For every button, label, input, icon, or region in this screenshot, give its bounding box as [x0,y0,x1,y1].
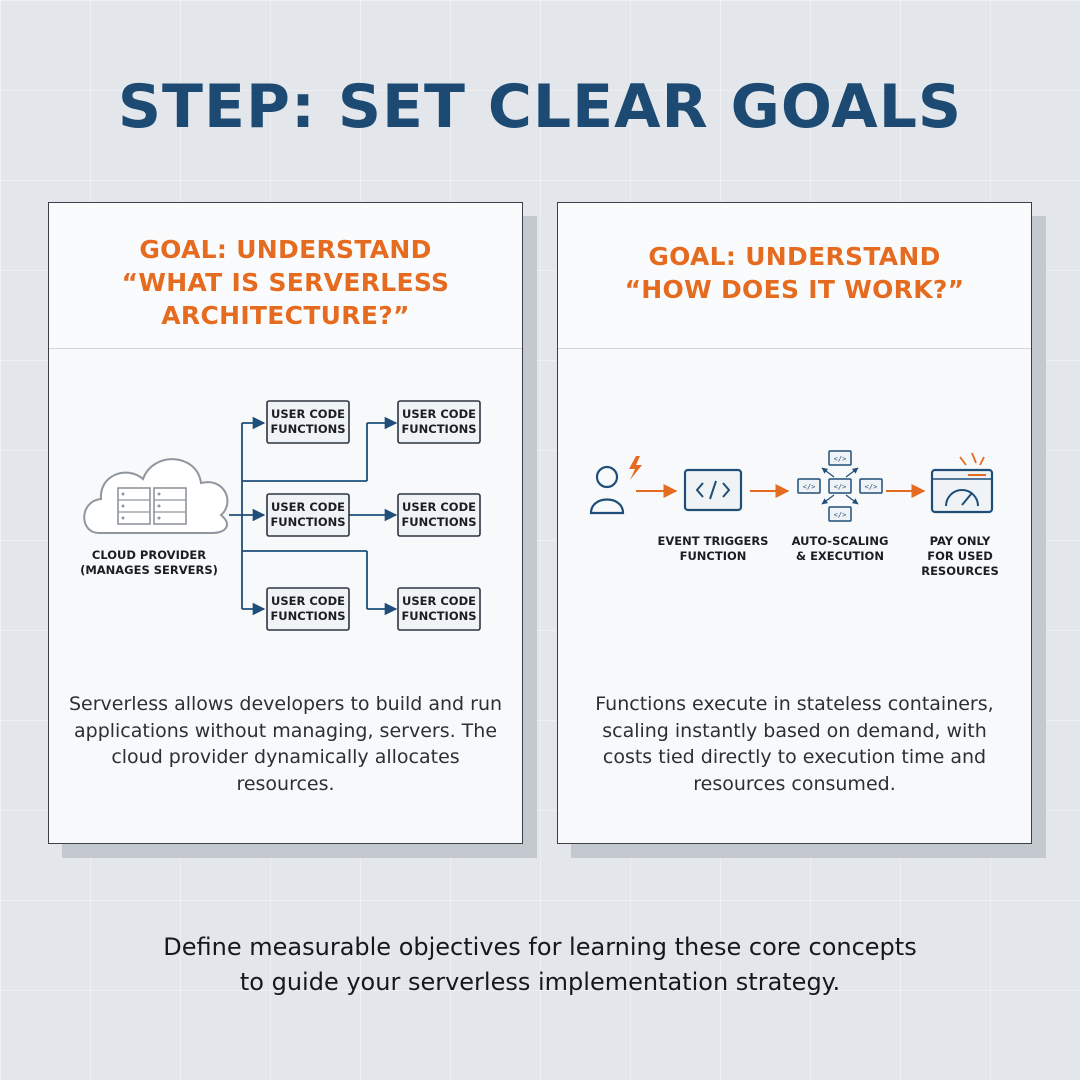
function-box: USER CODE FUNCTIONS [266,400,350,444]
heading-line: ARCHITECTURE?” [161,301,410,330]
heading-line: GOAL: UNDERSTAND [139,235,432,264]
goal-card-what-is-serverless: GOAL: UNDERSTAND “WHAT IS SERVERLESS ARC… [48,202,523,844]
function-box-label: FUNCTIONS [401,515,476,529]
function-box-label: FUNCTIONS [401,422,476,436]
step-label-line: FUNCTION [680,549,747,563]
scaling-icon: </> </> </> </> </> [797,450,883,522]
heading-line: “HOW DOES IT WORK?” [624,274,965,304]
heading-line: GOAL: UNDERSTAND [648,241,941,271]
footer-line: to guide your serverless implementation … [239,968,841,996]
goal-card-how-does-it-work: GOAL: UNDERSTAND “HOW DOES IT WORK?” [557,202,1032,844]
serverless-architecture-diagram: CLOUD PROVIDER (MANAGES SERVERS) USER CO… [80,400,481,631]
serverless-flow-diagram: </> </> </> </> </> EVENT TRIGGER [589,450,999,578]
function-box-label: USER CODE [402,594,476,608]
server-icon [153,487,187,525]
function-box: USER CODE FUNCTIONS [266,493,350,537]
function-box: USER CODE FUNCTIONS [266,587,350,631]
footer-caption: Define measurable objectives for learnin… [0,930,1080,1000]
step-label-line: AUTO-SCALING [792,534,889,548]
svg-text:</>: </> [865,483,878,491]
cloud-label-line: (MANAGES SERVERS) [80,563,218,577]
function-box-label: USER CODE [271,594,345,608]
svg-text:</>: </> [834,483,847,491]
step-label-line: RESOURCES [921,564,999,578]
function-box: USER CODE FUNCTIONS [397,587,481,631]
cloud-icon [83,458,229,534]
function-box-label: USER CODE [402,500,476,514]
lightning-icon [629,456,642,480]
diagram-connectors [229,416,398,616]
card-description: Functions execute in stateless container… [595,693,994,795]
function-box: USER CODE FUNCTIONS [397,400,481,444]
user-icon [589,465,625,515]
page-title: STEP: SET CLEAR GOALS [117,72,963,142]
function-box-label: USER CODE [271,407,345,421]
card-header: GOAL: UNDERSTAND “HOW DOES IT WORK?” [558,203,1031,349]
step-label-line: & EXECUTION [796,549,884,563]
svg-text:</>: </> [834,511,847,519]
card-heading: GOAL: UNDERSTAND “WHAT IS SERVERLESS ARC… [122,233,450,332]
step-label-line: FOR USED [927,549,993,563]
card-heading: GOAL: UNDERSTAND “HOW DOES IT WORK?” [625,240,965,306]
step-label-line: EVENT TRIGGERS [658,534,769,548]
function-box-label: USER CODE [271,500,345,514]
card-description: Serverless allows developers to build an… [68,693,503,795]
svg-text:</>: </> [834,455,847,463]
function-box: USER CODE FUNCTIONS [397,493,481,537]
function-box-label: FUNCTIONS [270,609,345,623]
heading-line: “WHAT IS SERVERLESS [121,268,450,297]
function-box-label: FUNCTIONS [270,422,345,436]
gauge-icon [930,452,994,514]
card-header: GOAL: UNDERSTAND “WHAT IS SERVERLESS ARC… [49,203,522,349]
code-icon [683,468,743,512]
step-label-line: PAY ONLY [930,534,991,548]
function-box-label: FUNCTIONS [270,515,345,529]
cloud-label-line: CLOUD PROVIDER [92,548,206,562]
footer-line: Define measurable objectives for learnin… [163,933,917,961]
svg-text:</>: </> [803,483,816,491]
function-box-label: USER CODE [402,407,476,421]
server-icon [117,487,151,525]
function-box-label: FUNCTIONS [401,609,476,623]
